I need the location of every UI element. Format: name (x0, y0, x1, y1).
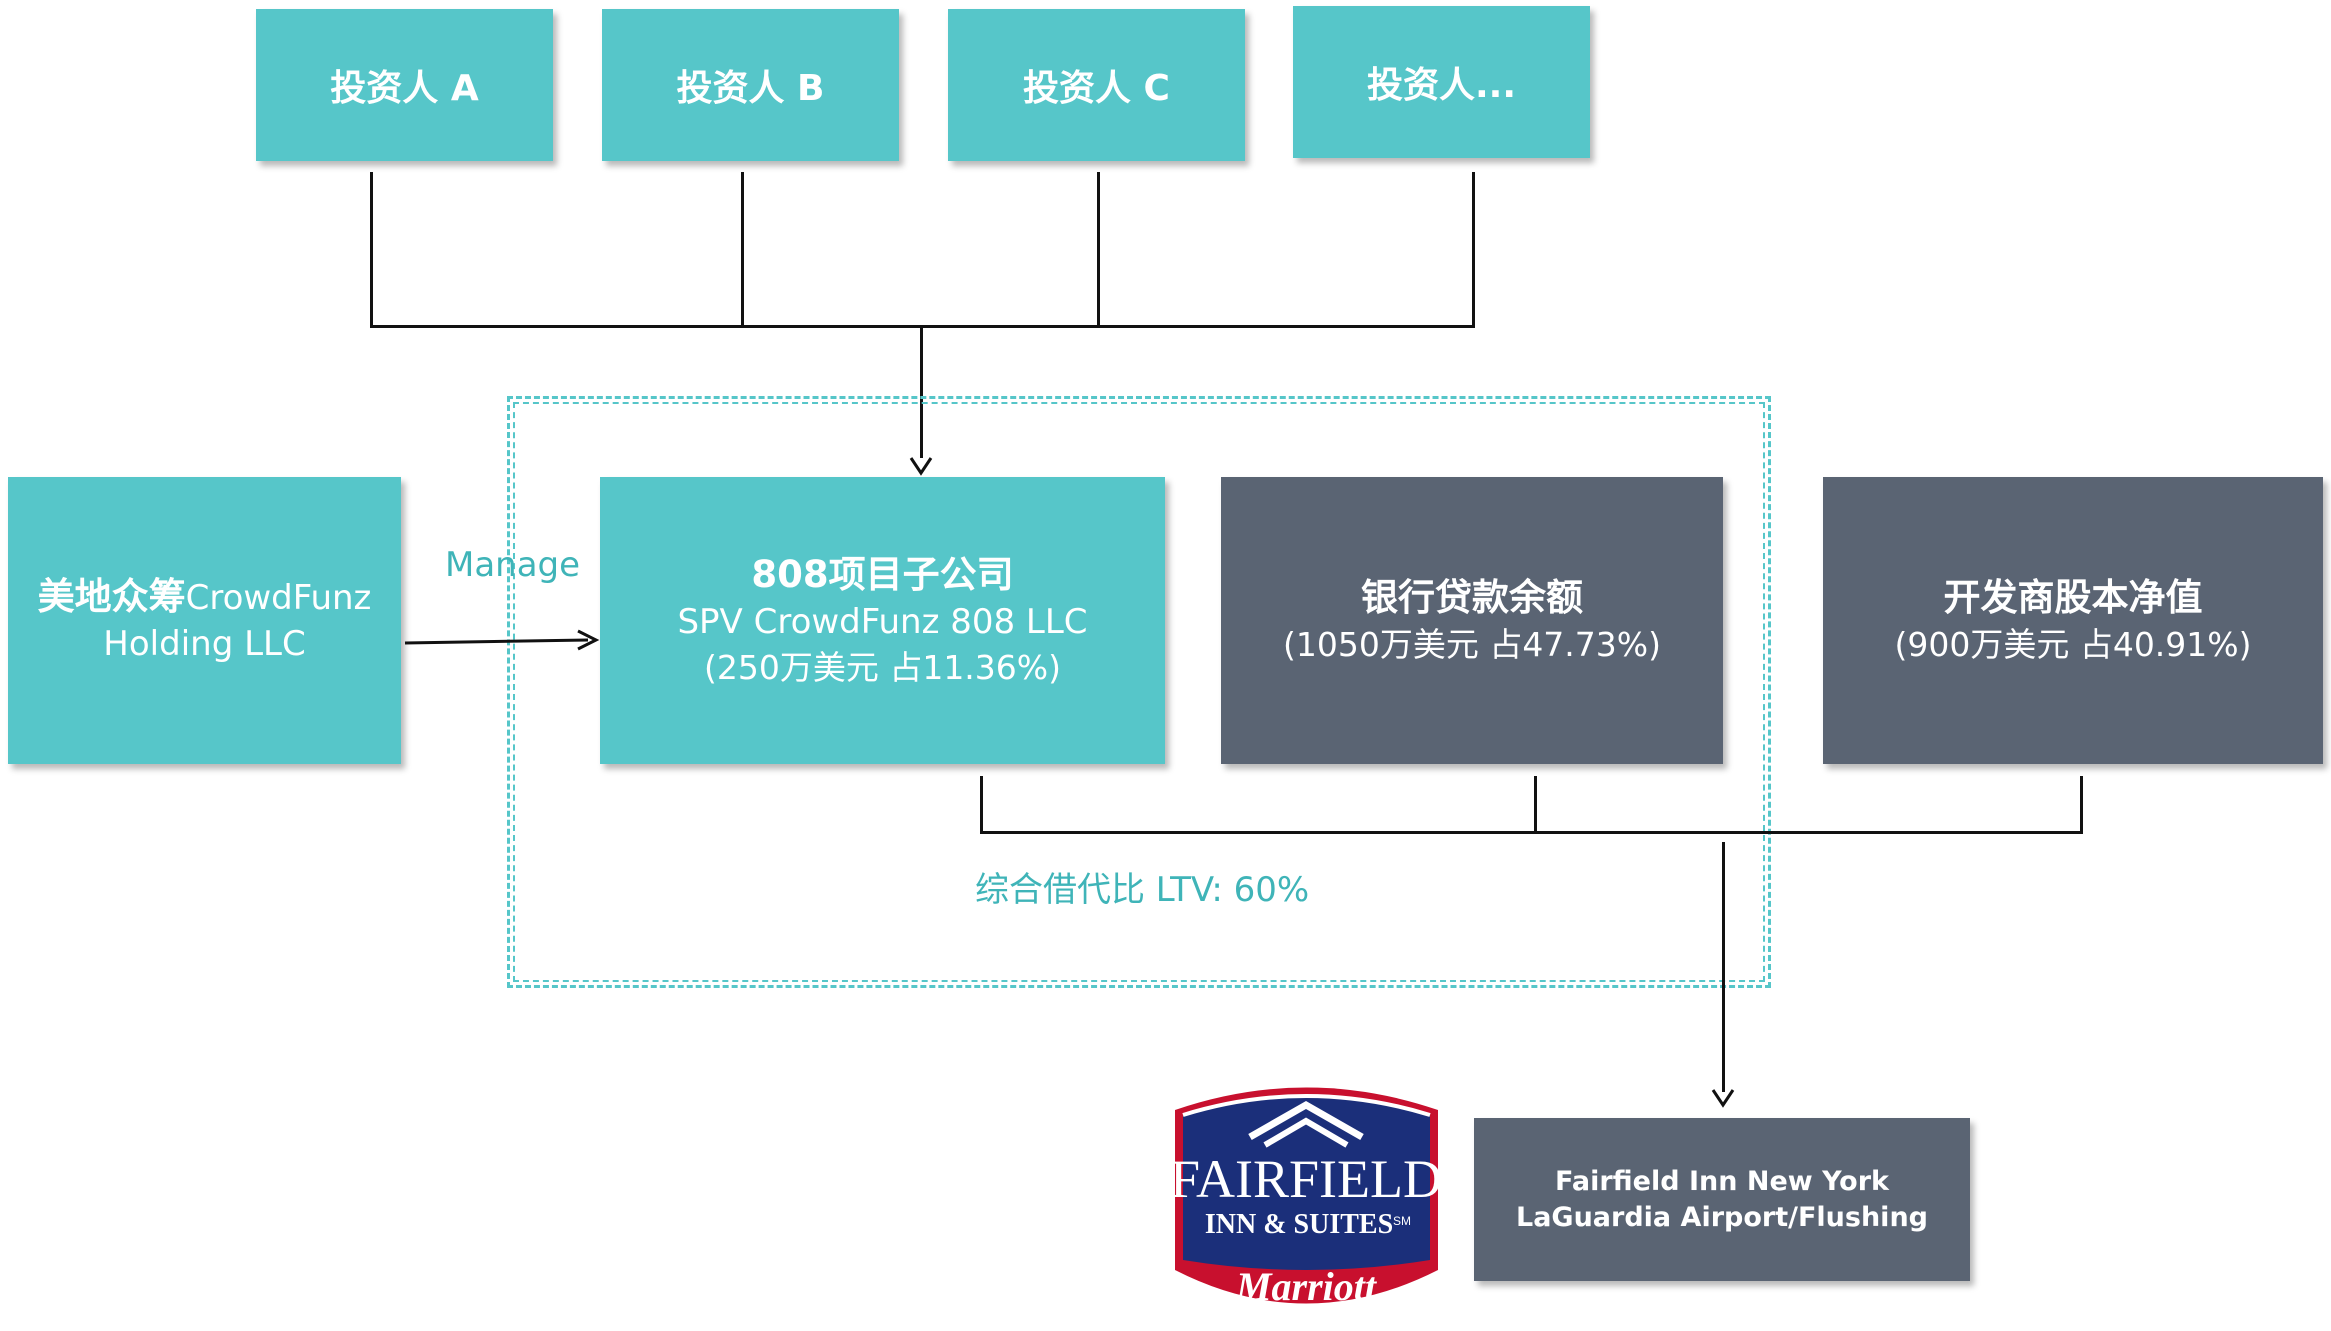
manager-name-en: CrowdFunz (185, 578, 372, 618)
logo-parent: Marriott (1235, 1264, 1378, 1309)
fairfield-marriott-logo: FAIRFIELD INN & SUITES SM Marriott (1170, 1087, 1442, 1309)
spv-boundary (507, 396, 1771, 988)
investor-box-a: 投资人 A (256, 9, 553, 161)
developer-title: 开发商股本净值 (1943, 575, 2203, 619)
spv-box: 808项目子公司 SPV CrowdFunz 808 LLC (250万美元 占… (600, 477, 1165, 764)
investor-box-b: 投资人 B (602, 9, 899, 161)
connector-line (1097, 172, 1100, 328)
developer-share: (900万美元 占40.91%) (1894, 624, 2252, 664)
connector-line (980, 776, 983, 834)
manager-box: 美地众筹CrowdFunz Holding LLC (8, 477, 401, 764)
investor-label: 投资人 A (330, 68, 479, 109)
hotel-arrowhead (1711, 1089, 1735, 1108)
investor-box-more: 投资人... (1293, 6, 1590, 158)
manager-name-cn: 美地众筹 (37, 575, 186, 618)
spv-share: (250万美元 占11.36%) (703, 647, 1062, 687)
investor-label: 投资人 C (1023, 68, 1170, 109)
logo-brand: FAIRFIELD (1170, 1149, 1442, 1209)
spv-title: 808项目子公司 (751, 552, 1014, 596)
connector-line (1534, 776, 1537, 834)
hotel-box: Fairfield Inn New York LaGuardia Airport… (1474, 1118, 1970, 1281)
spv-name: SPV CrowdFunz 808 LLC (677, 601, 1088, 642)
connector-line (370, 172, 373, 328)
manage-label: Manage (445, 545, 581, 585)
logo-sub: INN & SUITES (1205, 1209, 1393, 1240)
hotel-line1: Fairfield Inn New York (1555, 1165, 1889, 1197)
bank-loan-box: 银行贷款余额 (1050万美元 占47.73%) (1221, 477, 1723, 764)
investor-arrowhead (909, 457, 933, 476)
bank-title: 银行贷款余额 (1361, 575, 1583, 619)
manage-arrow-line (404, 638, 589, 645)
investor-label: 投资人 B (676, 68, 825, 109)
manage-arrowhead (577, 629, 600, 651)
developer-equity-box: 开发商股本净值 (900万美元 占40.91%) (1823, 477, 2323, 764)
connector-line (370, 325, 1475, 328)
hotel-line2: LaGuardia Airport/Flushing (1516, 1201, 1928, 1233)
connector-line (741, 172, 744, 328)
logo-sm: SM (1393, 1214, 1411, 1228)
bank-share: (1050万美元 占47.73%) (1282, 624, 1662, 664)
investor-box-c: 投资人 C (948, 9, 1245, 161)
investor-label: 投资人... (1366, 65, 1517, 106)
connector-line (980, 831, 2083, 834)
connector-line (1722, 842, 1725, 1092)
connector-line (1472, 172, 1475, 328)
ltv-label: 综合借代比 LTV: 60% (975, 870, 1310, 910)
connector-line (920, 328, 923, 458)
spv-boundary-inner (513, 402, 1765, 982)
connector-line (2080, 776, 2083, 834)
manager-line2: Holding LLC (103, 624, 306, 664)
manager-line1: 美地众筹CrowdFunz (38, 574, 372, 621)
